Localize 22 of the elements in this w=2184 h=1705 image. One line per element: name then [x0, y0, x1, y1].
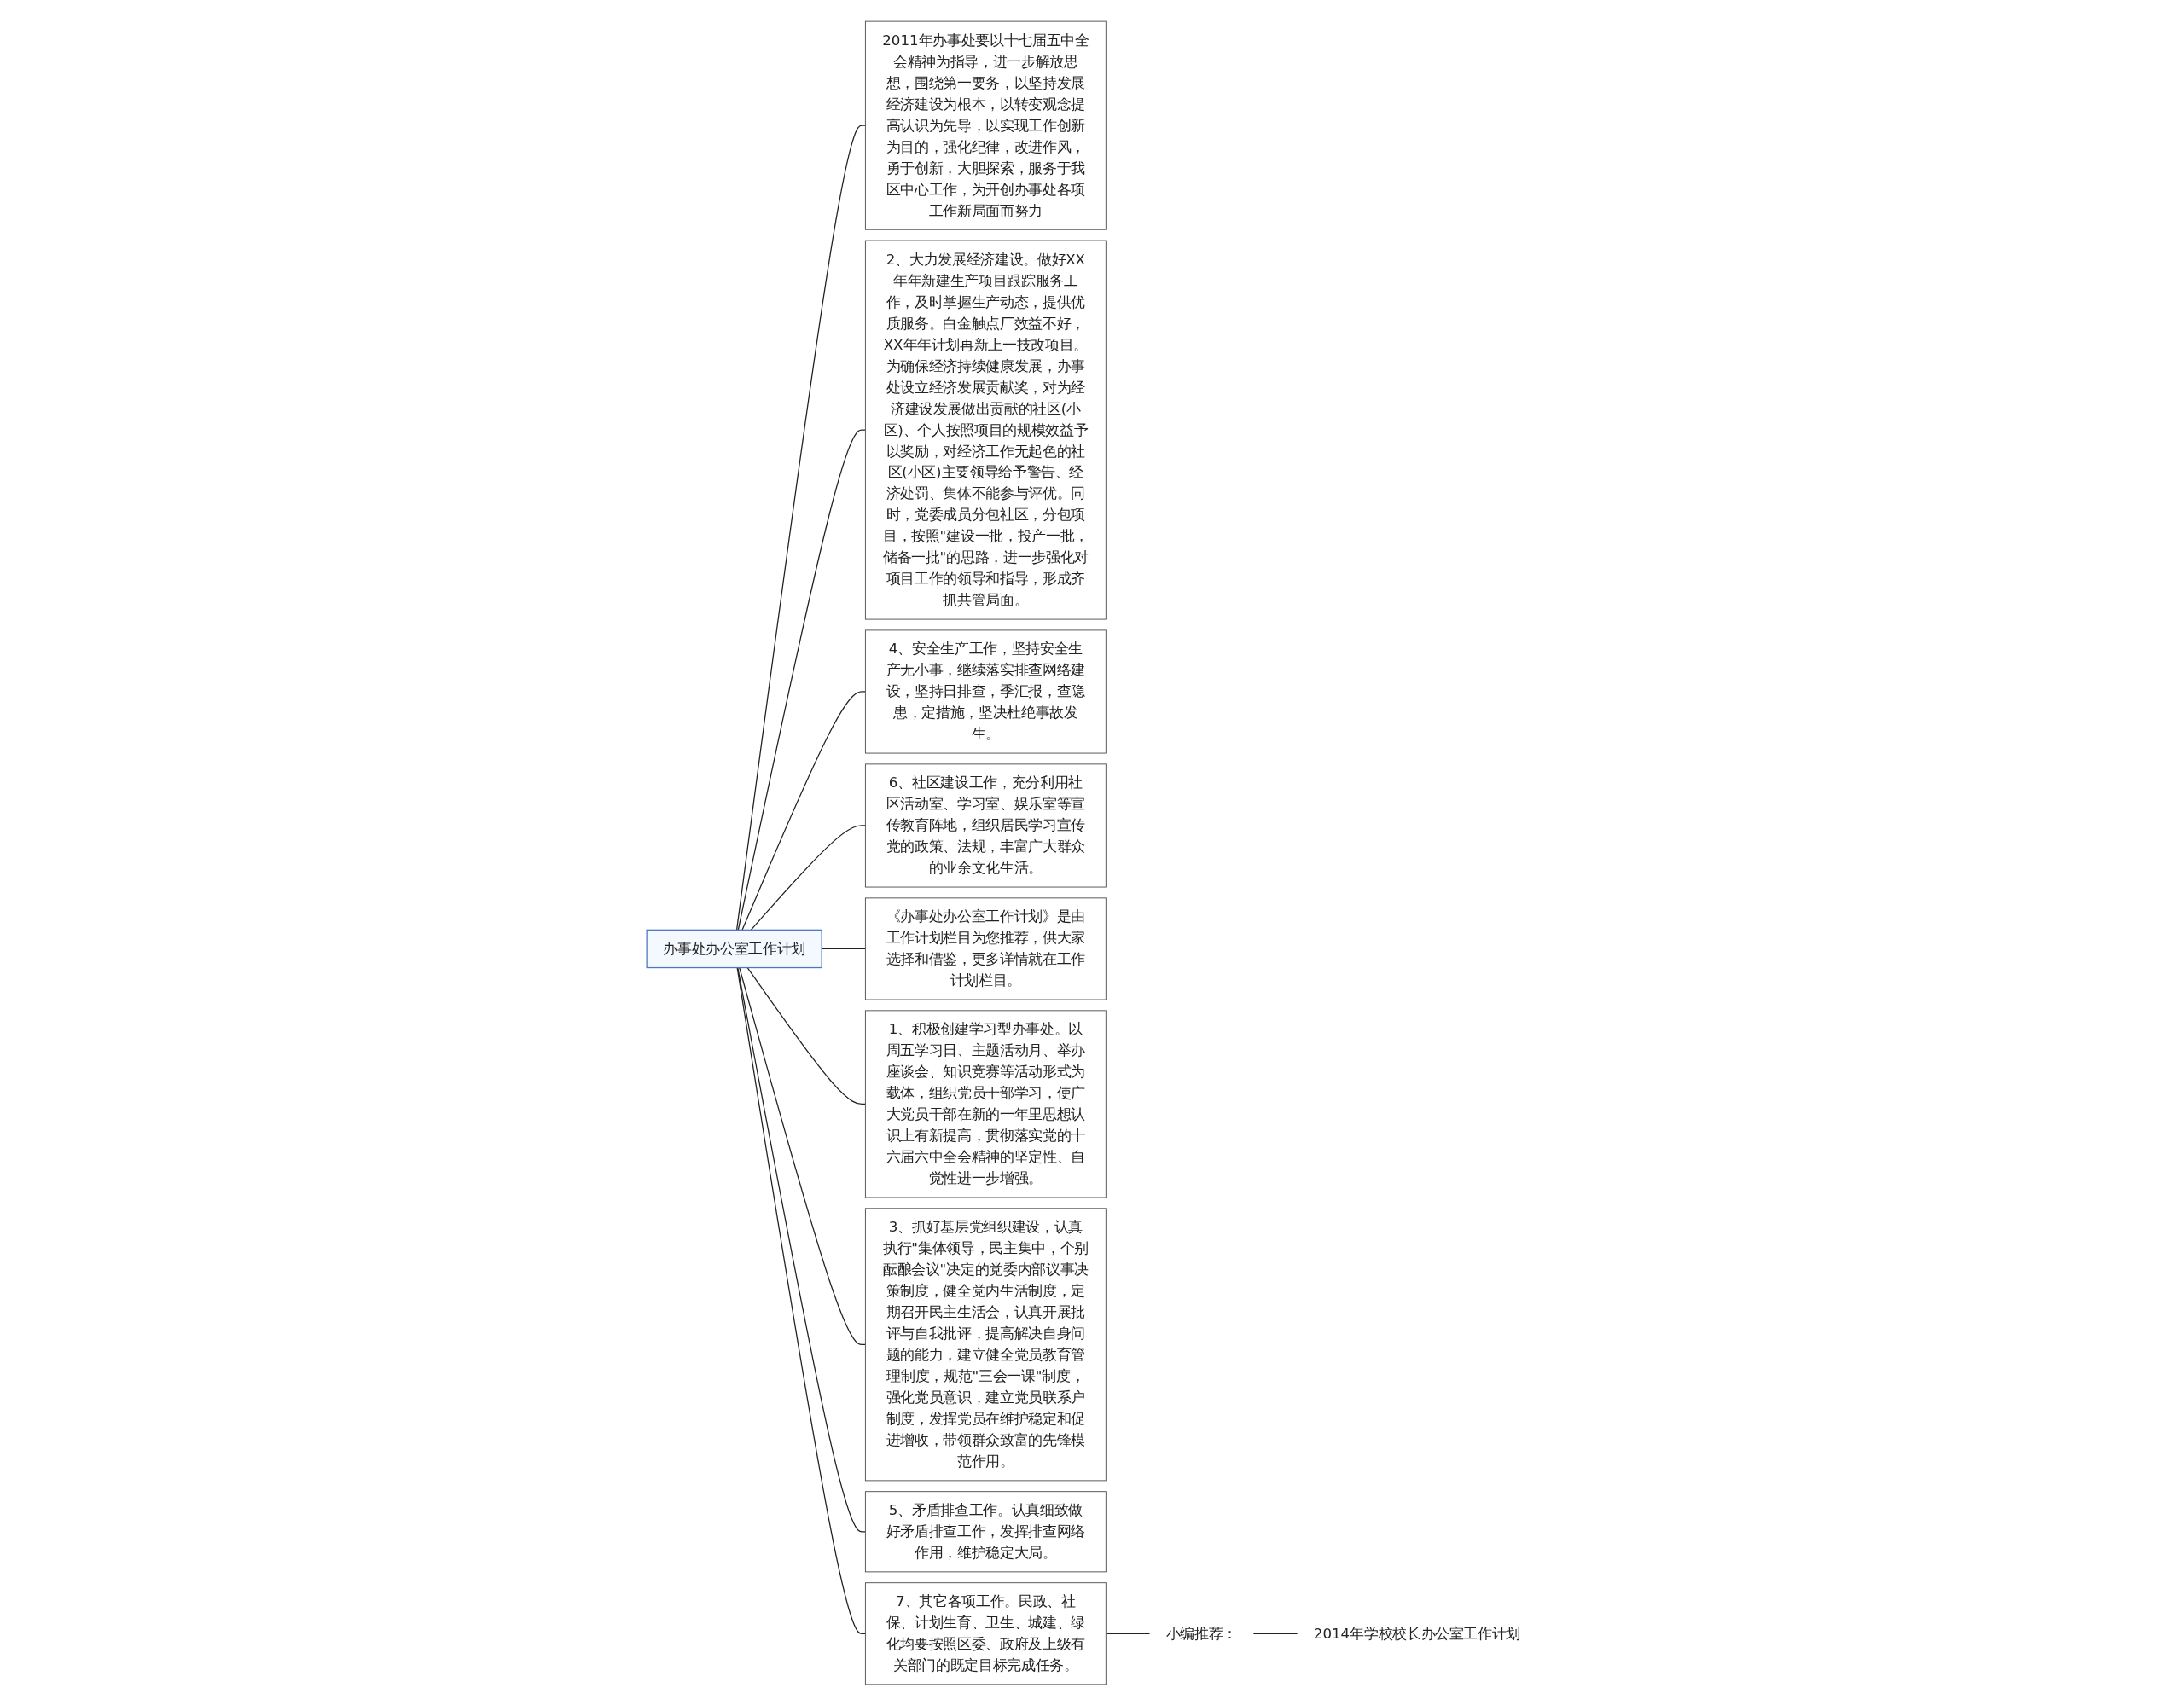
node-box: 2011年办事处要以十七届五中全会精神为指导，进一步解放思想，围绕第一要务，以坚持发展经济建设为根本，以转变观念提高认识为先导，以实现工作创新为目的，强化纪律，改进作风，勇于创新，大胆探索，服务于我区中心工作，为开创办事处各项工作新局面而努力 — [865, 20, 1107, 230]
node-text: 小编推荐： — [1166, 1624, 1238, 1642]
node-box: 7、其它各项工作。民政、社保、计划生育、卫生、城建、绿化均要按照区委、政府及上级有关部门的既定目标完成任务。 — [865, 1581, 1107, 1685]
connector — [750, 824, 867, 931]
connector — [1252, 1633, 1298, 1634]
connector — [737, 966, 867, 1532]
connector — [739, 966, 867, 1345]
node-box: 《办事处办公室工作计划》是由工作计划栏目为您推荐，供大家选择和借鉴，更多详情就在工作计划栏目。 — [865, 896, 1107, 1000]
node-text: 2014年学校校长办公室工作计划 — [1314, 1624, 1521, 1642]
node-box: 5、矛盾排查工作。认真细致做好矛盾排查工作，发挥排查网络作用，维护稳定大局。 — [865, 1490, 1107, 1572]
node-box: 办事处办公室工作计划 — [646, 929, 823, 968]
connector — [1105, 1633, 1151, 1634]
connector — [746, 966, 867, 1105]
node-box: 4、安全生产工作，坚持安全生产无小事，继续落实排查网络建设，坚持日排查，季汇报，查隐患，定措施，坚决杜绝事故发生。 — [865, 629, 1107, 754]
node-box: 1、积极创建学习型办事处。以周五学习日、主题活动月、举办座谈会、知识竞赛等活动形式为载体，组织党员干部学习，使广大党员干部在新的一年里思想认识上有新提高，贯彻落实党的十六届六中全会精神的坚定性、自觉性进一步增强。 — [865, 1009, 1107, 1198]
connector — [741, 690, 867, 931]
connector — [737, 428, 867, 931]
connector — [736, 966, 867, 1634]
node-box: 2、大力发展经济建设。做好XX年年新建生产项目跟踪服务工作，及时掌握生产动态，提供优质服务。白金触点厂效益不好，XX年年计划再新上一技改项目。为确保经济持续健康发展，办事处设立经济发展贡献奖，对为经济建设发展做出贡献的社区(小区)、个人按照项目的规模效益予以奖励，对经济工作无起色的社区(小区)主要领导给予警告、经济处罚、集体不能参与评优。同时，党委成员分包社区，分包项目，按照"建设一批，投产一批，储备一批"的思路，进一步强化对项目工作的领导和指导，形成齐抓共管局面。 — [865, 240, 1107, 620]
node-box: 3、抓好基层党组织建设，认真执行"集体领导，民主集中，个别酝酿会议"决定的党委内部议事决策制度，健全党内生活制度，定期召开民主生活会，认真开展批评与自我批评，提高解决自身问题的能力，建立健全党员教育管理制度，规范"三会一课"制度，强化党员意识，建立党员联系户制度，发挥党员在维护稳定和促进增收，带领群众致富的先锋模范作用。 — [865, 1207, 1107, 1481]
node-box: 6、社区建设工作，充分利用社区活动室、学习室、娱乐室等宣传教育阵地，组织居民学习宣传党的政策、法规，丰富广大群众的业余文化生活。 — [865, 763, 1107, 887]
connector — [736, 125, 867, 931]
